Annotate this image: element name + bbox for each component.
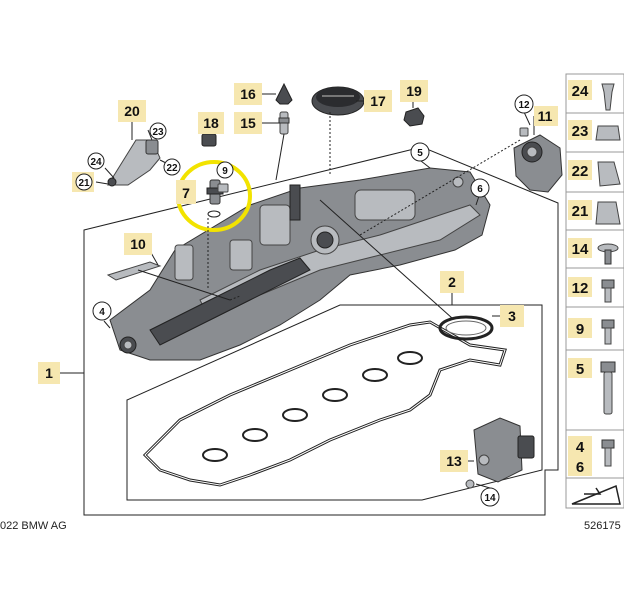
label-part-10[interactable] bbox=[106, 261, 162, 281]
side-item-14[interactable]: 14 bbox=[568, 238, 619, 265]
callout-5[interactable]: 5 bbox=[410, 142, 430, 162]
callout-6[interactable]: 6 bbox=[470, 178, 490, 198]
side-item-24-label: 24 bbox=[572, 83, 589, 100]
clip-part-19[interactable] bbox=[403, 107, 425, 127]
side-item-22[interactable]: 22 bbox=[568, 160, 621, 187]
callout-16[interactable]: 16 bbox=[234, 83, 262, 105]
side-item-5[interactable]: 5 bbox=[568, 358, 616, 415]
module-part-13[interactable] bbox=[465, 417, 535, 489]
side-item-4-6[interactable]: 4 6 bbox=[568, 436, 615, 476]
side-item-21-label: 21 bbox=[572, 203, 589, 220]
callout-12-text: 12 bbox=[518, 100, 530, 111]
callout-1-text: 1 bbox=[45, 365, 53, 381]
side-item-21[interactable]: 21 bbox=[568, 200, 621, 225]
side-item-5-label: 5 bbox=[576, 361, 584, 378]
callout-3-text: 3 bbox=[508, 308, 516, 324]
callout-7[interactable]: 7 bbox=[176, 180, 196, 204]
side-item-12-label: 12 bbox=[572, 280, 589, 297]
clip-part-18[interactable] bbox=[201, 133, 217, 147]
callout-21-text: 21 bbox=[78, 178, 90, 189]
callout-19[interactable]: 19 bbox=[400, 80, 428, 102]
side-item-24[interactable]: 24 bbox=[568, 80, 615, 111]
callout-7-text: 7 bbox=[182, 185, 190, 201]
scale-icon bbox=[571, 484, 621, 505]
side-item-9-label: 9 bbox=[576, 321, 584, 338]
callout-5-text: 5 bbox=[417, 148, 423, 159]
cylinder-head-cover[interactable] bbox=[109, 167, 491, 361]
callout-10[interactable]: 10 bbox=[124, 233, 152, 255]
side-item-6-label: 6 bbox=[576, 459, 584, 476]
leader-lines bbox=[60, 93, 535, 489]
side-item-12[interactable]: 12 bbox=[568, 277, 615, 303]
screw-part-6[interactable] bbox=[452, 176, 464, 188]
callout-11-text: 11 bbox=[538, 108, 553, 124]
actuator-part-11[interactable] bbox=[513, 127, 563, 193]
callout-15[interactable]: 15 bbox=[234, 112, 262, 134]
sensor-part-7[interactable] bbox=[206, 179, 229, 218]
callout-21[interactable]: 21 bbox=[72, 172, 94, 192]
seal-ring[interactable] bbox=[438, 315, 494, 341]
callout-20[interactable]: 20 bbox=[118, 100, 146, 122]
sensor-part-15[interactable] bbox=[278, 111, 290, 135]
copyright-text: 022 BMW AG bbox=[0, 520, 67, 532]
callout-23-text: 23 bbox=[152, 127, 164, 138]
side-item-23[interactable]: 23 bbox=[568, 120, 621, 141]
side-item-4-label: 4 bbox=[576, 439, 585, 456]
callout-18[interactable]: 18 bbox=[198, 112, 224, 134]
callout-14-text: 14 bbox=[484, 493, 496, 504]
callout-2[interactable]: 2 bbox=[440, 271, 464, 293]
callout-1[interactable]: 1 bbox=[38, 362, 60, 384]
callout-15-text: 15 bbox=[240, 115, 256, 131]
callout-4-text: 4 bbox=[99, 307, 105, 318]
callout-6-text: 6 bbox=[477, 184, 483, 195]
callout-23[interactable]: 23 bbox=[149, 122, 167, 140]
callout-16-text: 16 bbox=[240, 86, 256, 102]
assembly-frame bbox=[83, 146, 559, 516]
callout-19-text: 19 bbox=[406, 83, 422, 99]
callout-22-text: 22 bbox=[166, 163, 178, 174]
side-column bbox=[565, 73, 624, 509]
callout-2-text: 2 bbox=[448, 274, 456, 290]
callout-11[interactable]: 11 bbox=[534, 106, 558, 126]
bracket-part-20[interactable] bbox=[107, 139, 161, 187]
callout-20-text: 20 bbox=[124, 103, 140, 119]
callout-9-text: 9 bbox=[222, 166, 228, 177]
callout-4[interactable]: 4 bbox=[92, 301, 112, 321]
side-item-14-label: 14 bbox=[572, 241, 589, 258]
callout-18-text: 18 bbox=[203, 115, 219, 131]
side-item-9[interactable]: 9 bbox=[568, 318, 615, 345]
gasket[interactable] bbox=[142, 320, 507, 487]
callout-17[interactable]: 17 bbox=[364, 90, 392, 112]
callout-17-text: 17 bbox=[370, 93, 386, 109]
gasket-frame bbox=[126, 304, 543, 501]
callout-9[interactable]: 9 bbox=[216, 161, 234, 179]
side-item-22-label: 22 bbox=[572, 163, 589, 180]
callout-12[interactable]: 12 bbox=[514, 94, 534, 114]
callout-10-text: 10 bbox=[130, 236, 146, 252]
diagram-number: 526175 bbox=[584, 520, 621, 532]
callout-3[interactable]: 3 bbox=[500, 305, 524, 327]
callout-24-text: 24 bbox=[90, 157, 102, 168]
plug-part-16[interactable] bbox=[275, 82, 293, 105]
callout-14[interactable]: 14 bbox=[480, 487, 500, 507]
callout-24[interactable]: 24 bbox=[87, 152, 105, 170]
callout-13-text: 13 bbox=[446, 453, 462, 469]
callout-22[interactable]: 22 bbox=[163, 158, 181, 176]
callout-13[interactable]: 13 bbox=[440, 450, 468, 472]
side-item-23-label: 23 bbox=[572, 123, 589, 140]
